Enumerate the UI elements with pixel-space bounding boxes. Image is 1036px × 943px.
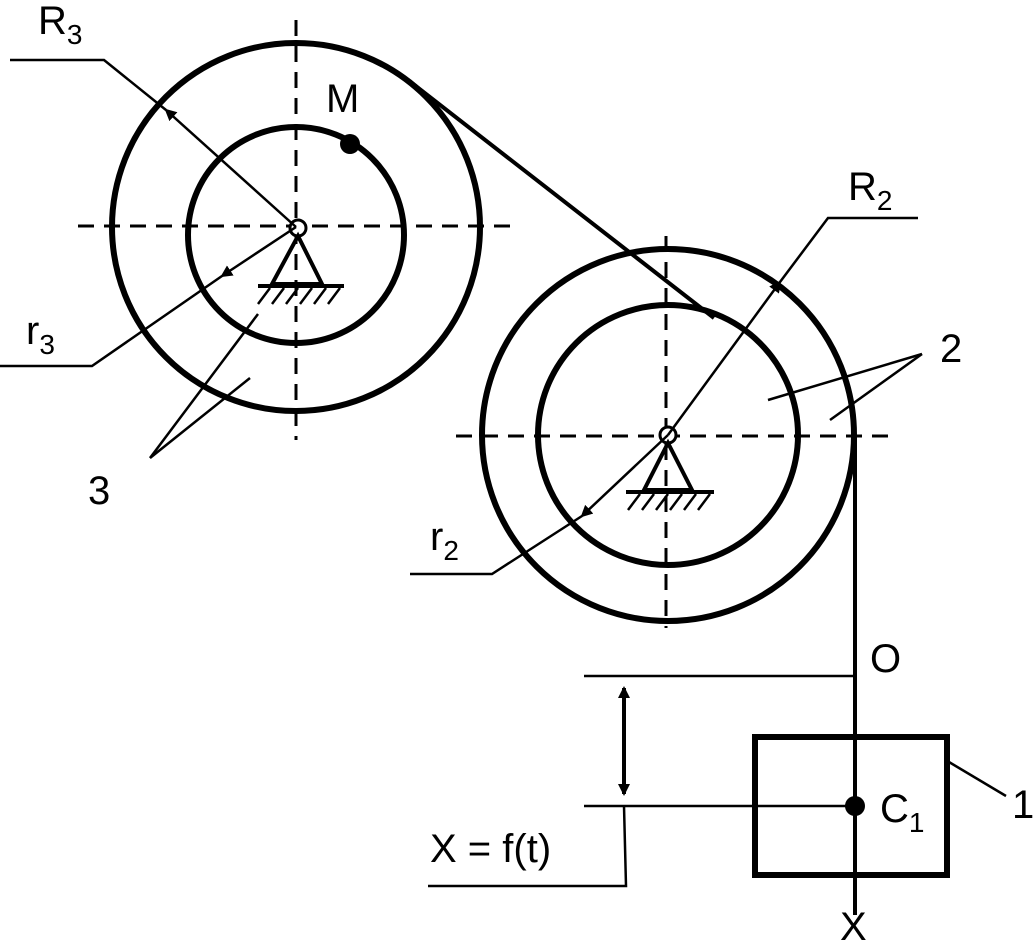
radius-small-r3-leader bbox=[0, 274, 223, 368]
label-c1: C1 bbox=[880, 787, 924, 838]
label-m: M bbox=[326, 77, 359, 121]
point-m bbox=[340, 134, 360, 154]
label-body-1: 1 bbox=[1012, 783, 1034, 827]
body-1-leader bbox=[948, 760, 1007, 798]
wheel-3-pivot-support bbox=[257, 218, 344, 305]
label-small-r2: r2 bbox=[430, 515, 459, 566]
label-origin-o: O bbox=[870, 637, 901, 681]
radius-r3-leader bbox=[10, 58, 167, 111]
radius-r3-arrow bbox=[164, 108, 297, 228]
radius-small-r2-leader bbox=[410, 514, 583, 576]
body-3-leader-outer bbox=[149, 377, 251, 459]
label-x-axis: X bbox=[840, 905, 867, 943]
body-3-leader-inner bbox=[149, 313, 259, 459]
radius-small-r2-arrow bbox=[580, 434, 669, 518]
wheel-3 bbox=[0, 20, 516, 459]
body-2-leader-outer bbox=[829, 352, 923, 422]
label-small-r3: r3 bbox=[26, 309, 55, 360]
radius-r2-leader bbox=[779, 216, 918, 283]
label-equation: X = f(t) bbox=[430, 827, 551, 871]
wheel-2-pivot-support bbox=[626, 425, 714, 511]
label-r2: R2 bbox=[848, 165, 892, 216]
radius-r2-arrow bbox=[666, 280, 782, 436]
label-body-3: 3 bbox=[88, 469, 110, 513]
equation-leader bbox=[428, 805, 628, 888]
label-body-2: 2 bbox=[940, 327, 962, 371]
label-r3: R3 bbox=[38, 0, 82, 50]
wheel-2 bbox=[410, 216, 923, 628]
body-2-leader-inner bbox=[767, 352, 923, 402]
radius-small-r3-arrow bbox=[220, 225, 297, 278]
belt bbox=[406, 78, 716, 320]
